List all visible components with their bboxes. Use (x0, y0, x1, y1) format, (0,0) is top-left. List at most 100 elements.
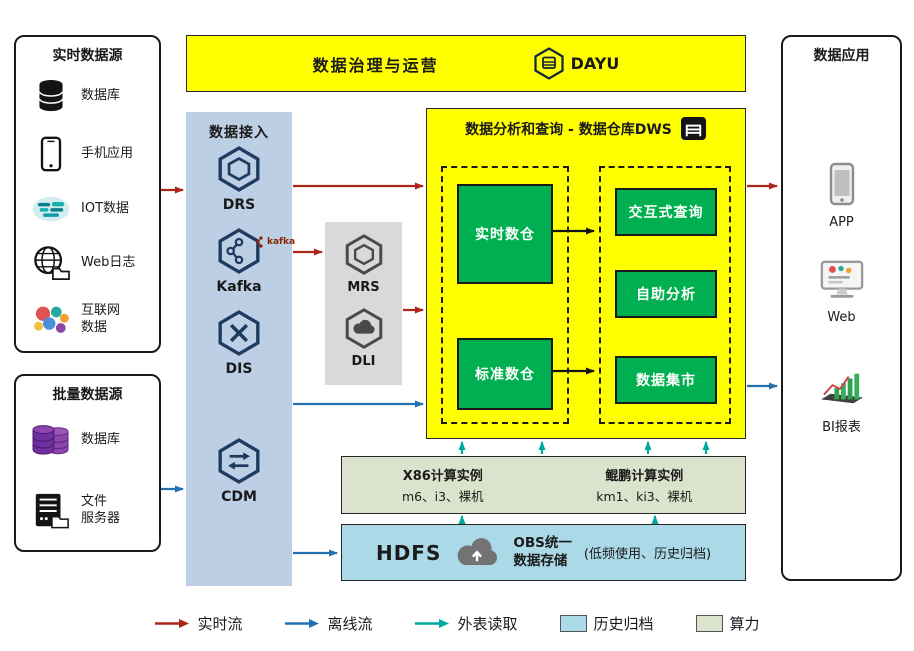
realtime-sources-list: 数据库 手机应用 (16, 65, 159, 357)
module-label: 数据集市 (636, 373, 696, 389)
source-item-label: 手机应用 (81, 146, 134, 162)
legend-item-compute-power: 算力 (695, 613, 760, 634)
service-item-mrs: MRS (325, 234, 402, 295)
kafka-hexagon-icon (218, 228, 260, 274)
database-icon (28, 78, 74, 114)
service-label: CDM (221, 489, 257, 505)
source-item-mobile: 手机应用 (20, 136, 155, 172)
realtime-sources-title: 实时数据源 (52, 48, 123, 64)
kafka-wordmark: kafka (256, 236, 295, 248)
dis-hexagon-icon (218, 310, 260, 356)
teal-arrow-icon (415, 619, 450, 628)
cluster-name: X86计算实例 (402, 469, 483, 484)
app-item-web: Web (783, 259, 900, 325)
module-label: 标准数仓 (475, 367, 535, 383)
governance-title: 数据治理与运营 (312, 55, 439, 75)
legend-item-archive: 历史归档 (559, 613, 654, 634)
service-item-dis: DIS (186, 310, 292, 377)
warehouse-icon (680, 116, 706, 141)
dayu-logo: DAYU (534, 47, 620, 80)
service-item-kafka: kafka Kafka (186, 228, 295, 295)
applications-panel: 数据应用 APP Web (781, 35, 902, 581)
storage-panel: HDFS OBS统一 数据存储 (低频使用、历史归档) (341, 524, 746, 581)
data-ingestion-title: 数据接入 (209, 125, 269, 141)
source-item-database: 数据库 (20, 78, 155, 114)
service-label: DIS (225, 361, 253, 377)
web-monitor-icon (820, 260, 863, 298)
dayu-logo-text: DAYU (570, 54, 620, 73)
source-item-label: 文件 服务器 (81, 494, 121, 526)
source-item-batch-database: 数据库 (20, 423, 155, 459)
iot-icon (28, 195, 74, 223)
drs-hexagon-icon (218, 146, 260, 192)
module-interactive-query: 交互式查询 (615, 188, 717, 236)
compute-panel: X86计算实例 m6、i3、裸机 鲲鹏计算实例 km1、ki3、裸机 (341, 456, 746, 514)
source-item-label: Web日志 (81, 254, 136, 270)
mrs-hexagon-icon (345, 234, 382, 275)
module-label: 实时数仓 (475, 227, 535, 243)
app-item-label: APP (829, 215, 854, 230)
legend-label: 外表读取 (457, 615, 518, 633)
module-self-service-analysis: 自助分析 (615, 270, 717, 318)
cluster-specs: km1、ki3、裸机 (596, 489, 693, 504)
module-standard-warehouse: 标准数仓 (457, 338, 553, 410)
cdm-hexagon-icon (218, 438, 260, 484)
dayu-hexagon-icon (534, 47, 564, 80)
obs-cloud-icon (457, 537, 498, 565)
archive-swatch (559, 615, 587, 632)
realtime-sources-panel: 实时数据源 数据库 (14, 35, 161, 353)
module-realtime-warehouse: 实时数仓 (457, 184, 553, 284)
data-warehouse-panel: 数据分析和查询 - 数据仓库DWS 实时数仓 标准数仓 交互式查询 自助分析 (426, 108, 746, 439)
hdfs-label: HDFS (375, 540, 442, 565)
cluster-specs: m6、i3、裸机 (401, 489, 484, 504)
dli-hexagon-icon (345, 308, 382, 349)
cluster-x86: X86计算实例 m6、i3、裸机 (342, 457, 544, 513)
data-ingestion-panel: 数据接入 DRS (186, 112, 295, 586)
legend-label: 历史归档 (593, 615, 654, 633)
source-item-label: 数据库 (81, 432, 121, 448)
storage-note: (低频使用、历史归档) (583, 547, 712, 562)
service-item-dli: DLI (325, 308, 402, 369)
bi-chart-icon (820, 373, 863, 404)
obs-label: OBS统一 数据存储 (513, 534, 572, 569)
source-item-file-server: 文件 服务器 (20, 492, 155, 530)
batch-sources-title: 批量数据源 (52, 387, 123, 403)
blue-arrow-icon (285, 619, 320, 628)
source-item-internet: 互联网 数据 (20, 303, 155, 336)
module-data-mart: 数据集市 (615, 356, 717, 404)
legend-item-external-read: 外表读取 (414, 613, 518, 634)
app-item-label: Web (827, 310, 856, 325)
kafka-logo-icon (256, 236, 263, 248)
service-label: MRS (347, 280, 380, 295)
applications-title: 数据应用 (813, 48, 870, 64)
app-item-label: BI报表 (822, 420, 861, 435)
legend-label: 离线流 (327, 615, 373, 633)
cluster-kunpeng: 鲲鹏计算实例 km1、ki3、裸机 (544, 457, 746, 513)
service-item-drs: DRS (186, 146, 292, 213)
processing-panel: MRS DLI (325, 222, 402, 385)
kafka-wordmark-text: kafka (267, 237, 296, 247)
purple-database-icon (28, 423, 74, 459)
web-log-icon (28, 245, 74, 281)
legend-item-offline-flow: 离线流 (284, 613, 372, 634)
app-item-app: APP (783, 162, 900, 230)
module-label: 自助分析 (636, 287, 696, 303)
source-item-label: 数据库 (81, 88, 121, 104)
service-label: DLI (351, 354, 376, 369)
legend-label: 算力 (729, 615, 760, 633)
module-label: 交互式查询 (628, 205, 704, 221)
app-item-bi: BI报表 (783, 369, 900, 435)
data-warehouse-title: 数据分析和查询 - 数据仓库DWS (465, 121, 672, 138)
legend-item-realtime-flow: 实时流 (154, 613, 242, 634)
file-server-icon (28, 492, 74, 530)
batch-sources-panel: 批量数据源 (14, 374, 161, 552)
legend: 实时流 离线流 外表读取 历史归档 算力 (0, 613, 914, 634)
data-warehouse-header: 数据分析和查询 - 数据仓库DWS (427, 116, 745, 141)
mobile-phone-icon (28, 136, 74, 172)
compute-power-swatch (695, 615, 723, 632)
red-arrow-icon (155, 619, 190, 628)
app-phone-icon (829, 162, 854, 206)
warehouse-left-group: 实时数仓 标准数仓 (441, 166, 569, 424)
cluster-name: 鲲鹏计算实例 (605, 469, 684, 484)
